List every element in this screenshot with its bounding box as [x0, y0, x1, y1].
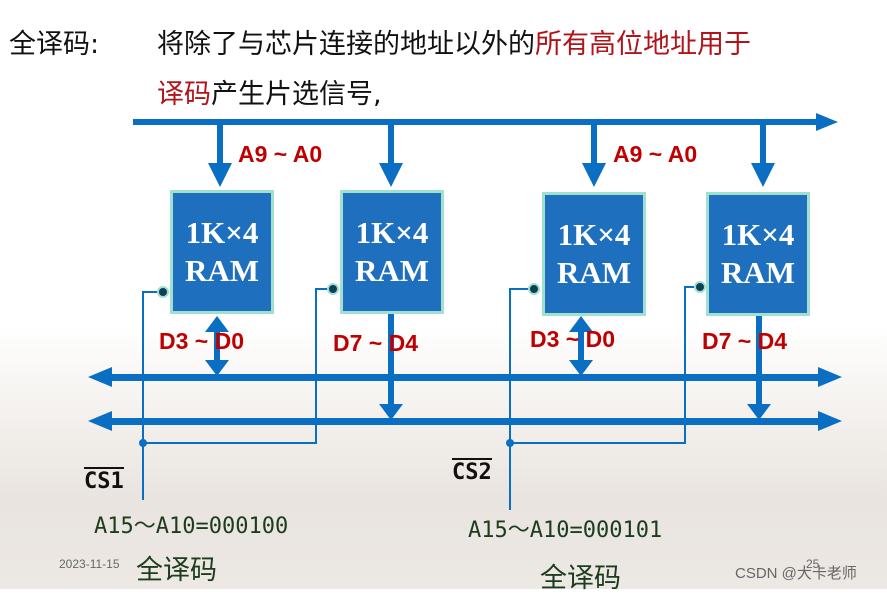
ram-chip-3-size: 1K×4 — [557, 217, 631, 252]
chip-select-junctions — [139, 439, 514, 447]
chip-select-2-label: CS2 — [452, 458, 492, 485]
ram-chip-3: 1K×4 RAM — [542, 192, 646, 316]
chip-select-1-decode-label: 全译码 — [136, 555, 217, 586]
address-bus-label-right: A9 ~ A0 — [613, 141, 698, 167]
ram-chip-4: 1K×4 RAM — [706, 192, 810, 316]
chip-select-pins — [157, 281, 706, 298]
data-label-chip-2: D7 ~ D4 — [333, 330, 419, 356]
data-bus-low — [88, 367, 842, 387]
heading-line-1: 将除了与芯片连接的地址以外的所有高位地址用于 — [157, 22, 751, 61]
ram-chip-2: 1K×4 RAM — [340, 190, 444, 314]
ram-chip-1-size: 1K×4 — [185, 215, 259, 250]
heading-line-2-normal: 产生片选信号, — [211, 79, 382, 110]
csdn-watermark: CSDN @大卡老师 — [735, 565, 857, 582]
ram-chip-2-size: 1K×4 — [355, 215, 429, 250]
chip-select-2-decode-label: 全译码 — [540, 563, 621, 594]
heading-line-2: 译码产生片选信号, — [157, 72, 382, 111]
chip-select-2-address: A15～A10=000101 — [468, 518, 663, 543]
data-bus-high — [88, 411, 842, 431]
data-connections — [205, 286, 771, 420]
ram-chip-3-type: RAM — [556, 255, 632, 290]
heading-line-1-normal: 将除了与芯片连接的地址以外的 — [157, 29, 535, 60]
chip-select-1-label: CS1 — [84, 467, 124, 494]
ram-chip-1: 1K×4 RAM — [170, 190, 274, 314]
chip-select-wires — [142, 286, 701, 510]
ram-chip-4-type: RAM — [720, 255, 796, 290]
slide-date: 2023-11-15 — [59, 557, 120, 571]
heading-label: 全译码: — [9, 29, 100, 60]
ram-chip-2-type: RAM — [354, 253, 430, 288]
address-drop-arrows — [208, 125, 775, 187]
data-label-chip-3: D3 ~ D0 — [530, 326, 616, 352]
chip-select-1-address: A15～A10=000100 — [94, 514, 289, 539]
data-label-chip-4: D7 ~ D4 — [702, 328, 788, 354]
ram-chip-4-size: 1K×4 — [721, 217, 795, 252]
slide-page-number: 25 — [806, 557, 820, 571]
address-bus — [133, 113, 838, 131]
ram-chip-1-type: RAM — [184, 253, 260, 288]
data-label-chip-1: D3 ~ D0 — [159, 328, 245, 354]
address-bus-label-left: A9 ~ A0 — [238, 141, 323, 167]
heading-line-1-highlight: 所有高位地址用于 — [535, 29, 751, 60]
heading-line-2-highlight: 译码 — [157, 79, 211, 110]
